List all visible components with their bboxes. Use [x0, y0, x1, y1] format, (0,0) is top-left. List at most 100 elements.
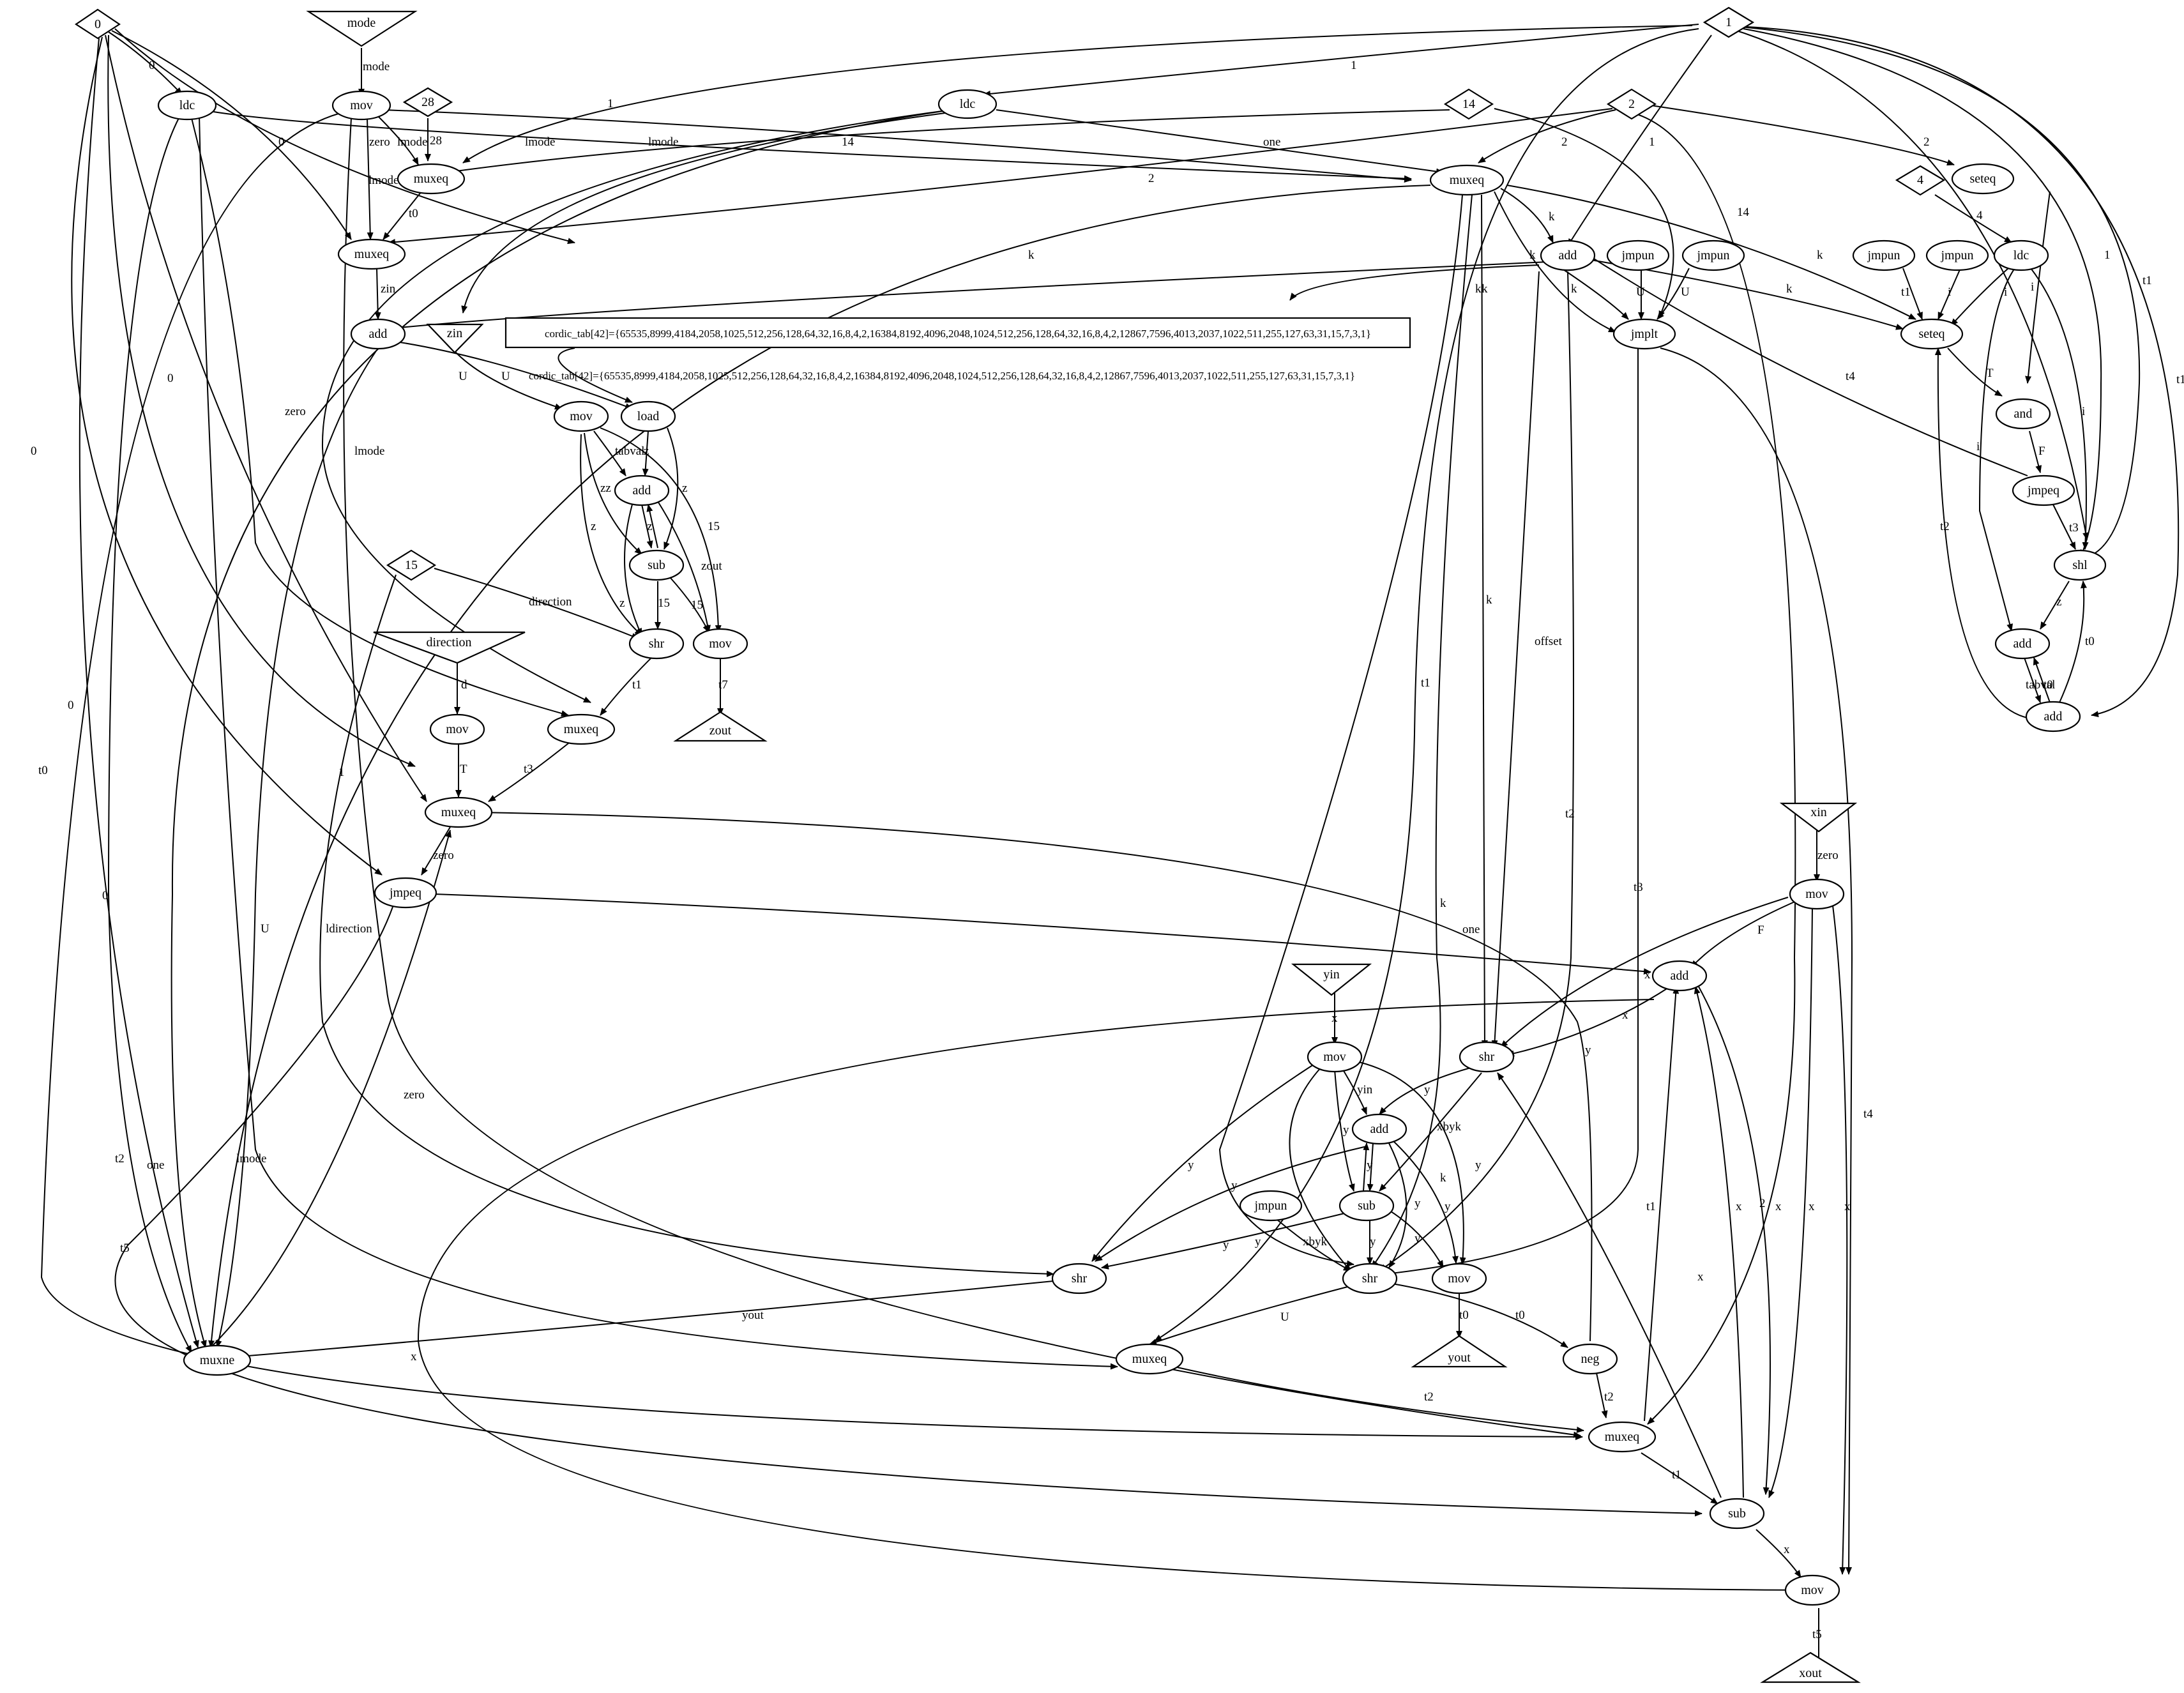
node-label: seteq: [1969, 172, 1996, 186]
node-label: and: [2014, 407, 2033, 421]
edge-subx-addx: [1694, 986, 1744, 1498]
edge-shrx-suby: [1379, 1072, 1482, 1192]
edge-label: y: [1414, 1232, 1421, 1245]
node-label: 14: [1462, 97, 1475, 111]
edge-0-jmpeq: [71, 36, 383, 876]
muxeq-t0-node: [1115, 1343, 1184, 1375]
edge-movmode-muxeq28: [376, 114, 419, 165]
node-label: mov: [709, 637, 732, 651]
edge-jmpun2-jmplt: [1657, 268, 1690, 320]
edge-muxeqk-shry2: [1371, 194, 1473, 1268]
mov-z-node: [553, 400, 609, 432]
edge-label: i: [1976, 440, 1980, 453]
edge-label: t1: [2142, 274, 2152, 287]
jmpun-node: [1239, 1190, 1303, 1222]
edge-seteqi-and: [1947, 347, 2003, 397]
edge-subz-addz: [646, 504, 658, 549]
jmplt-node: [1612, 318, 1676, 350]
input-direction-node: [373, 631, 526, 664]
edge-ldc2-muxeqt7: [321, 108, 962, 703]
node-label: shr: [1362, 1272, 1378, 1286]
add-y-node: [1351, 1113, 1407, 1145]
node-label: muxeq: [354, 247, 389, 261]
edge-label: 2: [1561, 135, 1568, 149]
seteq-2-node: [1951, 163, 2015, 195]
edge-label: k: [1571, 282, 1577, 296]
edge-movx-subx: [1768, 906, 1813, 1498]
edge-neg-muxeqybyk: [1596, 1372, 1608, 1418]
edge-14-muxeq28: [446, 109, 1450, 175]
edge-label: 1: [338, 766, 345, 779]
edge-label: T: [1986, 367, 1994, 380]
edge-label: 14: [842, 135, 854, 149]
node-label: add: [1370, 1122, 1389, 1136]
edge-label: x: [1775, 1200, 1782, 1213]
node-label: add: [369, 327, 388, 341]
edge-addk-shrx: [1491, 271, 1540, 1048]
edge-neg-muxeqd: [478, 809, 1593, 1342]
node-label: 2: [1628, 97, 1635, 111]
edge-shl-addt3: [2040, 581, 2070, 630]
edge-label: t2: [1565, 807, 1575, 821]
edge-jmpeq-addx: [434, 893, 1651, 975]
add-t3-node: [1994, 628, 2051, 660]
edge-muxeqybyk-addx: [1644, 986, 1680, 1422]
edge-shrx-addy: [1379, 1066, 1476, 1115]
load-node: [620, 400, 676, 432]
edge-jmpeq-subx: [114, 906, 1702, 1517]
edge-addi-seteqi: [1934, 347, 2031, 719]
jmpun-node: [1681, 239, 1745, 271]
node-label: yin: [1323, 968, 1340, 982]
edge-label: t1: [2176, 373, 2184, 386]
edge-label: 0: [278, 135, 285, 149]
edge-muxeqt7-muxeqd: [488, 740, 572, 802]
edge-1-shl: [1743, 28, 2102, 558]
edge-muxeqk-seteqi: [1506, 185, 1916, 320]
edge-label: zz: [600, 482, 611, 495]
edge-movx-movxout: [1832, 905, 1848, 1575]
mov-mode-node: [331, 90, 391, 121]
mov-xout-node: [1784, 1574, 1840, 1606]
edge-label: one: [1462, 923, 1480, 936]
edge-label: t1: [632, 678, 642, 692]
shr-y1-node: [1051, 1263, 1107, 1294]
node-label: mov: [1448, 1272, 1471, 1286]
node-label: 1: [1725, 15, 1732, 29]
node-label: ldc: [960, 97, 976, 111]
edge-jmpun3-seteqi: [1902, 268, 1923, 320]
edge-addx-subx: [1698, 986, 1771, 1495]
node-label: load: [637, 409, 659, 423]
edge-ldc2-muxne: [171, 109, 952, 1348]
node-label: mov: [446, 722, 469, 736]
input-xin-node: [1779, 802, 1858, 833]
node-label: add: [633, 483, 651, 497]
edge-label: y: [1585, 1044, 1591, 1057]
table-edge-label: cordic_tab[42]={65535,8999,4184,2058,102…: [529, 370, 1355, 382]
edge-label: U: [459, 370, 467, 383]
node-label: zout: [709, 724, 732, 738]
node-label: 28: [421, 95, 434, 109]
node-label: mov: [1323, 1050, 1346, 1064]
edge-movx-addx: [1690, 900, 1798, 968]
seteq-i-node: [1900, 318, 1964, 350]
edge-label: zin: [381, 282, 396, 296]
edge-label: y: [1370, 1235, 1376, 1249]
mov-y-node: [1307, 1041, 1363, 1073]
edge-1-add-k: [1567, 34, 1712, 247]
edge-label: d: [461, 678, 467, 692]
edges: 0 0 0 0 0 0 mode lmode lmode lmode lmode…: [31, 24, 2184, 1667]
edge-movy-shry1: [1091, 1063, 1316, 1262]
edge-ldc2-add-offset: [461, 111, 955, 314]
edge-label: U: [501, 370, 510, 383]
node-label: jmpun: [1254, 1199, 1287, 1213]
edge-label: 1: [2104, 248, 2111, 262]
const-2-node: [1606, 88, 1657, 120]
edge-ldc1-muxeqk: [202, 109, 1412, 182]
edge-label: k: [1482, 282, 1488, 296]
muxeq-d-node: [424, 796, 493, 828]
edge-label: 0: [68, 699, 74, 712]
node-label: jmpeq: [2027, 483, 2059, 497]
edge-label: t3: [1634, 881, 1643, 894]
edge-label: y: [1414, 1197, 1421, 1210]
